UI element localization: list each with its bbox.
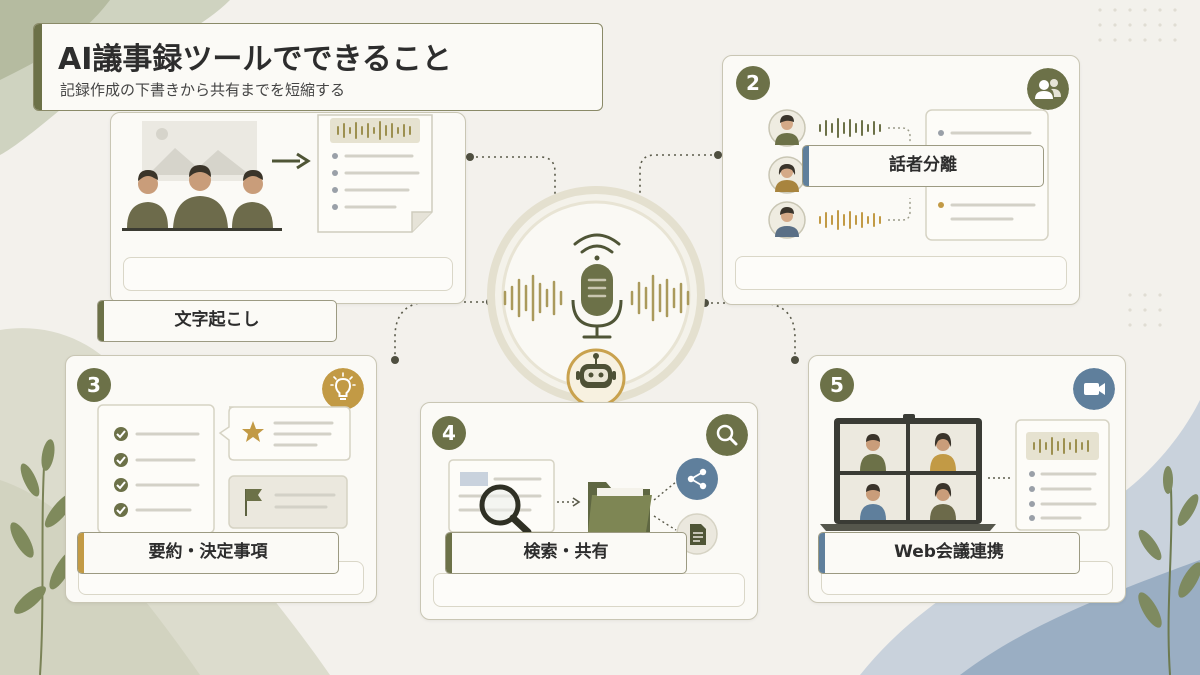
title-banner: AI議事録ツールでできること 記録作成の下書きから共有までを短縮する	[33, 23, 603, 111]
page-title: AI議事録ツールでできること	[58, 42, 452, 77]
label-web-meeting: Web会議連携	[818, 532, 1080, 574]
people-icon	[1027, 68, 1069, 110]
step-number-3: 3	[77, 368, 111, 402]
card-slot	[433, 573, 745, 607]
step-number-5: 5	[820, 368, 854, 402]
label-accent-bar	[803, 146, 809, 186]
label-accent-bar	[98, 301, 104, 341]
step-number-4: 4	[432, 416, 466, 450]
card-slot	[123, 257, 453, 291]
label-accent-bar	[819, 533, 825, 573]
label-accent-bar	[78, 533, 84, 573]
page-subtitle: 記録作成の下書きから共有までを短縮する	[60, 81, 346, 99]
label-text: 要約・決定事項	[148, 542, 268, 562]
label-accent-bar	[446, 533, 452, 573]
lightbulb-icon	[322, 368, 364, 410]
label-text: 文字起こし	[174, 310, 260, 330]
label-text: Web会議連携	[894, 542, 1004, 562]
label-text: 検索・共有	[523, 542, 609, 562]
label-search-share: 検索・共有	[445, 532, 687, 574]
step-number-2: 2	[736, 66, 770, 100]
video-camera-icon	[1073, 368, 1115, 410]
search-icon	[706, 414, 748, 456]
card-slot	[735, 256, 1067, 290]
label-speaker-separation: 話者分離	[802, 145, 1044, 187]
label-text: 話者分離	[889, 155, 957, 175]
label-summary: 要約・決定事項	[77, 532, 339, 574]
title-accent-bar	[34, 24, 42, 110]
label-transcription: 文字起こし	[97, 300, 337, 342]
